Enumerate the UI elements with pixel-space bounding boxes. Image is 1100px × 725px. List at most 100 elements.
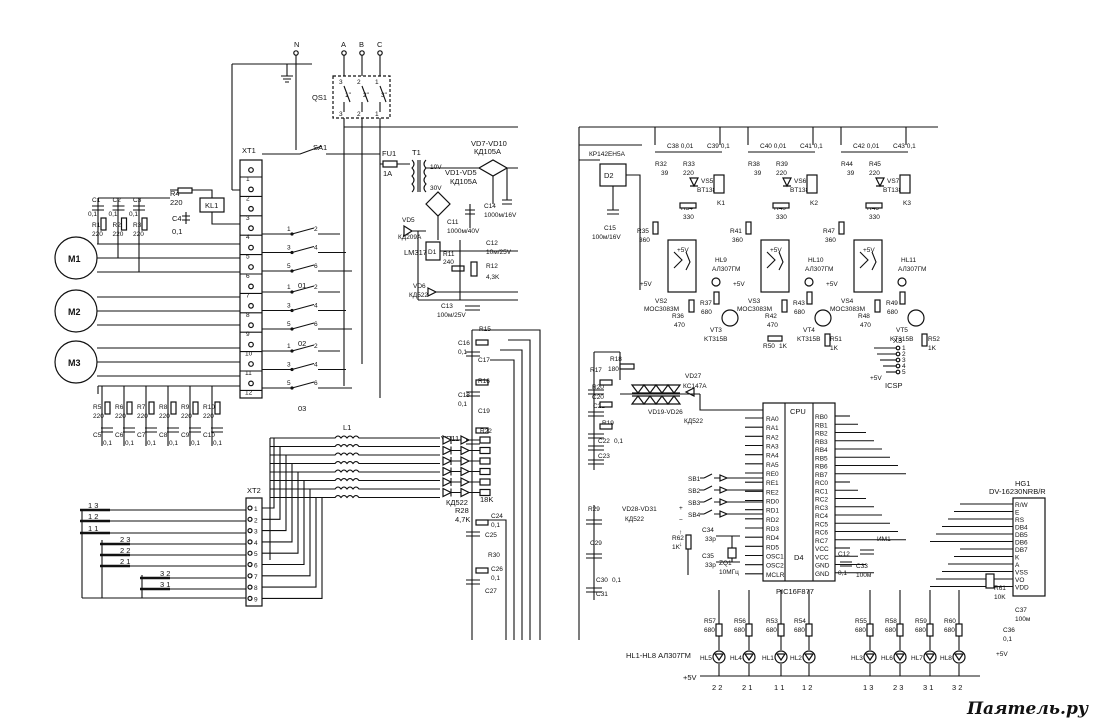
regulator-wires	[412, 230, 518, 311]
res-label: R55	[855, 618, 867, 625]
res-label: R37	[700, 300, 712, 307]
input-cap	[588, 445, 604, 465]
ladder-cap	[466, 439, 480, 445]
cap-c15-ref: C15	[604, 225, 616, 232]
mcu-power: КР142ЕН5А D2 C15 100м/16V	[578, 126, 938, 640]
cap-c30-value: 0,1	[612, 577, 621, 584]
res-r3	[141, 217, 148, 231]
cap-c1	[92, 205, 104, 211]
mcu-pin-re2: RE2	[766, 489, 779, 496]
res-label: R3	[133, 222, 142, 229]
svg-text:XT1: XT1	[242, 146, 256, 155]
triac-symbol	[689, 177, 699, 188]
xt2-pin-6	[247, 561, 253, 568]
choke-winding	[270, 460, 440, 465]
svg-text:D4: D4	[794, 553, 804, 562]
transistor	[907, 309, 925, 327]
triac-label: VS7	[887, 178, 900, 185]
led-zone-label: 1 3	[863, 683, 873, 692]
led-zone-label: 3 1	[923, 683, 933, 692]
power-input-section: N A B C QS1 3 2 1 3 2 1 1" 2" 3" SA1	[231, 40, 518, 398]
opto-internals	[766, 251, 784, 271]
opto-resistor	[874, 299, 881, 313]
res-r17-ref: R17	[590, 367, 602, 374]
res-r10	[214, 401, 221, 415]
xt1-pin-label: 8	[246, 312, 250, 319]
cap-c16-value: 0,1	[458, 349, 467, 356]
snubber-cap-label: C42 0,01	[853, 143, 880, 150]
res-label: R56	[734, 618, 746, 625]
clamp-diode	[666, 384, 682, 394]
phase-c-label: C	[377, 40, 383, 49]
plus5-label: +5V	[770, 247, 782, 254]
led-label: HL10	[808, 257, 824, 264]
mcu-pin-ra2: RA2	[766, 434, 779, 441]
relay-contact	[262, 303, 346, 312]
mcu-pin-rb0: RB0	[815, 414, 828, 421]
input-resistor	[479, 457, 491, 465]
res-value: 39	[754, 170, 762, 177]
diode-vd6-part: КД522	[409, 292, 428, 299]
relay-contact	[262, 381, 352, 389]
sensor-label: 3 1	[160, 580, 170, 589]
mcu-d4: CPU D4 PIC16F877 RA0RA1RA2RA3RA4RA5RE0RE…	[745, 402, 906, 596]
mcu-pin-rc3: RC3	[815, 505, 828, 512]
cap-c34-ref: C34	[702, 527, 714, 534]
button-diode	[719, 474, 729, 482]
clamp-diode	[630, 384, 646, 394]
res-r50	[767, 335, 783, 342]
crystal-zq1-ref: ZQ1	[719, 560, 732, 567]
relay-contact-num: 2	[314, 343, 318, 350]
lcd-pin-db6: DB6	[1015, 540, 1028, 547]
svg-text:L1: L1	[343, 423, 351, 432]
x3-pin	[895, 363, 901, 369]
regulator-d2-part: КР142ЕН5А	[589, 151, 626, 158]
res-r51-ref: R51	[830, 336, 842, 343]
svg-text:30V: 30V	[430, 185, 442, 192]
regulator-d2-ref: D2	[604, 171, 614, 180]
relay-contact	[262, 285, 340, 293]
res-r12-value: 4,3K	[486, 274, 500, 281]
res-value: 680	[885, 627, 896, 634]
pushbutton-sb1	[700, 473, 763, 479]
cap-c17-ref: C17	[478, 357, 490, 364]
leds-note: HL1-HL8 АЛ307ГМ	[626, 651, 691, 660]
channel-wires	[654, 127, 722, 153]
res-label: R57	[704, 618, 716, 625]
cap-c30-ref: C30	[596, 577, 608, 584]
res-r18	[619, 363, 635, 370]
res-label: R2	[113, 222, 122, 229]
clamp-diode	[666, 395, 682, 405]
cap-label: C5	[93, 432, 102, 439]
mcu-pin-rc4: RC4	[815, 513, 828, 520]
bridge-vd7-vd10	[477, 159, 509, 177]
mcu-pin-rd3: RD3	[766, 526, 779, 533]
cap-c21-ref: C21	[593, 403, 605, 410]
res-value: 220	[159, 413, 170, 420]
input-protection: VD11 КД522 18K R28 4,7K R15 C16 0,1 C17 …	[441, 326, 518, 640]
led-label: HL5	[700, 655, 712, 662]
led-symbol	[924, 653, 936, 662]
input-res	[599, 379, 613, 386]
res-value: 360	[732, 237, 743, 244]
cap-c2	[112, 205, 125, 211]
relay-contact	[262, 264, 352, 272]
res-value: 220	[181, 413, 192, 420]
res-r9	[192, 401, 199, 415]
cap-value: 0,1	[125, 440, 134, 447]
mcu-part: PIC16F877	[776, 587, 814, 596]
relay-contact-num: 6	[314, 380, 318, 387]
res-r51	[824, 333, 831, 347]
relay-contact-dot	[290, 327, 294, 331]
cap-label: C10	[203, 432, 215, 439]
cap-c15-value: 100м/16V	[592, 234, 621, 241]
relay-contact-num: 5	[287, 380, 291, 387]
cap-c27-ref: C27	[485, 588, 497, 595]
res-value: 680	[887, 309, 898, 316]
res-label: R59	[915, 618, 927, 625]
cap-c31-ref: C31	[596, 591, 608, 598]
button-label: SB1	[688, 476, 701, 483]
